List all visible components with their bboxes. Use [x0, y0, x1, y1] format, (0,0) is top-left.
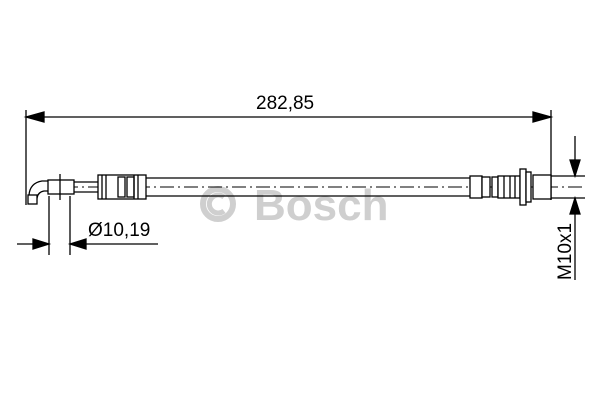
arrow-down-icon	[569, 159, 581, 179]
overall-length-label: 282,85	[256, 93, 314, 114]
thread-label: M10x1	[555, 223, 576, 280]
right-fitting	[469, 168, 585, 206]
bosch-watermark: Bosch	[200, 181, 388, 230]
watermark-brand: Bosch	[254, 181, 388, 230]
diameter-label: Ø10,19	[88, 220, 150, 241]
arrow-left-icon	[23, 111, 45, 123]
arrow-right-icon	[532, 111, 554, 123]
arrow-left-icon	[67, 238, 87, 250]
left-fitting	[27, 174, 147, 205]
diameter-dimension	[17, 196, 158, 255]
arrow-right-icon	[32, 238, 52, 250]
arrow-up-icon	[569, 195, 581, 215]
copyright-icon	[200, 186, 236, 222]
thread-dimension	[569, 136, 581, 280]
